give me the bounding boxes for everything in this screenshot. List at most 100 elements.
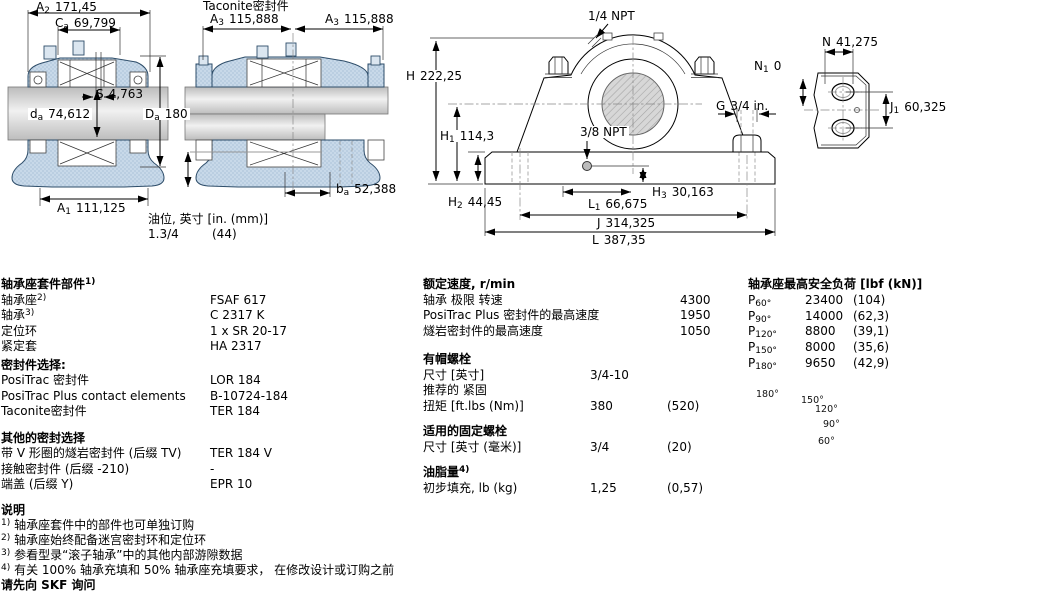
row-value: 8000 [805,340,836,355]
row-label: 紧定套 [1,339,38,353]
table-row: 燧岩密封件的最高速度 1050 [423,323,711,340]
row-label: PosiTrac Plus 密封件的最高速度 [423,308,600,322]
loads-title: 轴承座最高安全负荷 [lbf (kN)] [748,277,923,291]
row-label: 端盖 (后缀 Y) [1,477,74,491]
row-label: 燧岩密封件的最高速度 [423,323,544,338]
table-row: PosiTrac 密封件 LOR 184 [1,373,261,389]
row-label: P90° [748,308,772,325]
row-value: TER 184 V [210,446,272,460]
row-alt-value: (62,3) [853,308,890,323]
label-oil-level-mm: (44) [212,227,237,241]
table-row: 带 V 形圈的燧岩密封件 (后缀 TV)TER 184 V [1,446,272,462]
row-alt-value: (42,9) [853,355,890,370]
table-row: 尺寸 [英寸 (毫米)]3/4(20) [423,440,692,456]
row-value: 4300 [680,292,711,307]
row-value: 1950 [680,308,711,322]
seal-choice-title: 密封件选择: [1,357,66,372]
row-value: HA 2317 [210,339,262,353]
row-value: B-10724-184 [210,388,288,403]
base-plan-view [799,48,893,149]
section-view-standard [7,9,169,206]
row-label: P180° [748,355,777,372]
table-row: 初步填充, lb (kg)1,25(0,57) [423,481,703,497]
table-row: 推荐的 紧固 [423,383,599,399]
table-row: 接触密封件 (后缀 -210) - [1,461,214,478]
label-threeeighths-npt: 3/8 NPT [578,125,629,139]
row-label: P120° [748,324,777,341]
footnotes: 说明 1) 轴承座套件中的部件也可单独订购 2) 轴承座始终配备迷宫密封环和定位… [1,503,394,593]
row-value: EPR 10 [210,477,253,491]
loads-table: 轴承座最高安全负荷 [lbf (kN)] P60°23400(104) P90°… [748,277,922,372]
icon-angle-120: 120° [815,404,838,415]
row-value: LOR 184 [210,373,261,387]
row-value: 8800 [805,324,836,339]
table-row: 轴承3)C 2317 K [1,308,264,324]
row-label: 轴承座2) [1,292,47,307]
icon-angle-150: 150° [801,395,824,406]
parts-table: 轴承座套件部件1) 轴承座2) FSAF 617 轴承3)C 2317 K 定位环… [1,277,288,493]
footnotes-title: 说明 [1,503,26,517]
cap-bolts-title: 有帽螺栓 [423,352,472,366]
row-value: 9650 [805,355,836,370]
row-label: 轴承3) [1,308,35,322]
row-value: 23400 [805,292,844,307]
row-value: TER 184 [210,404,260,418]
row-value: 1,25 [590,480,617,495]
footnote-item: 3) 参看型录“滚子轴承”中的其他内部游隙数据 [1,548,243,562]
row-alt-value: (39,1) [853,324,890,339]
table-row: 扭矩 [ft.lbs (Nm)]380(520) [423,399,699,415]
row-value: FSAF 617 [210,292,267,307]
row-value: 14000 [805,308,844,323]
row-value: 3/4-10 [590,367,629,382]
row-label: P60° [748,292,772,309]
parts-title: 轴承座套件部件1) [1,277,96,291]
table-row: Taconite密封件 TER 184 [1,404,260,420]
label-taconite-seal: Taconite密封件 [203,0,289,13]
row-label: 接触密封件 (后缀 -210) [1,461,130,476]
footnote-closing: 请先向 SKF 询问 [1,578,96,592]
row-value: 1050 [680,323,711,338]
icon-angle-180: 180° [756,389,779,400]
table-row: P150°8000(35,6) [748,340,922,356]
row-label: PosiTrac Plus contact elements [1,388,186,403]
other-seal-title: 其他的密封选择 [1,430,86,445]
elevation-view [428,23,776,236]
table-row: P60°23400(104) [748,293,922,309]
row-label: Taconite密封件 [1,404,87,418]
icon-angle-90: 90° [823,419,840,430]
row-value: - [210,461,215,476]
label-oil-level-title: 油位, 英寸 [in. (mm)] [148,212,269,226]
row-label: 定位环 [1,323,38,338]
footnote-item: 2) 轴承座始终配备迷宫密封环和定位环 [1,533,207,547]
label-quarter-npt: 1/4 NPT [588,9,635,23]
row-label: PosiTrac 密封件 [1,373,90,387]
table-row: P90° 14000 (62,3) [748,309,922,325]
table-row: 尺寸 [英寸]3/4-10 [423,368,629,384]
table-row: 紧定套 HA 2317 [1,339,262,355]
table-row: PosiTrac Plus contact elements B-10724-18… [1,388,288,405]
footnote-item: 4) 有关 100% 轴承充填和 50% 轴承座充填要求， 在修改设计或订购之前 [1,563,395,577]
grease-title: 油脂量4) [423,465,470,479]
row-label: 推荐的 紧固 [423,383,487,397]
drawing-canvas [7,9,893,452]
